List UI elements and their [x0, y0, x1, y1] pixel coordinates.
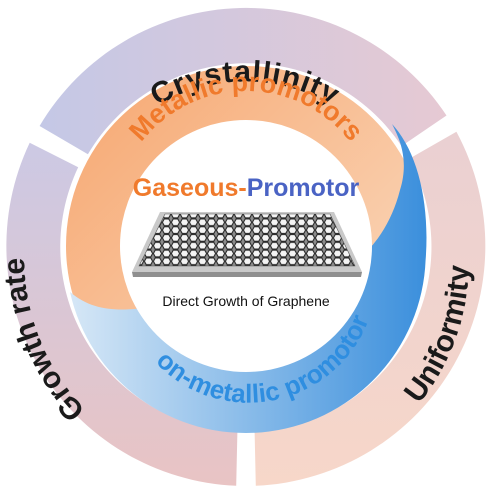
graphene-caption: Direct Growth of Graphene	[162, 293, 330, 309]
gaseous-promotor-title: Gaseous-Promotor	[133, 174, 360, 202]
graphene-sheet	[132, 212, 362, 277]
uniformity-segment	[254, 131, 486, 486]
outer-ring	[6, 7, 486, 486]
title-part-gaseous: Gaseous-	[133, 174, 247, 202]
crystallinity-segment	[39, 7, 447, 155]
graphene-lattice	[138, 213, 356, 267]
non-metallic-ring-band	[70, 124, 427, 434]
sheet-edge	[132, 272, 362, 277]
growth-rate-segment	[6, 142, 238, 486]
title-part-promotor: Promotor	[247, 174, 360, 202]
